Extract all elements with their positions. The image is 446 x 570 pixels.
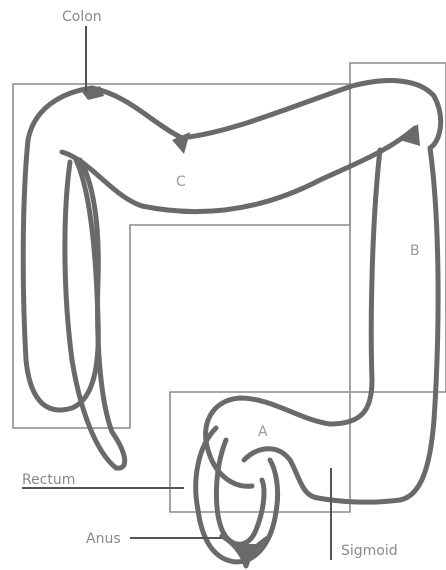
region-c-label: C: [176, 174, 186, 190]
region-b-label: B: [410, 243, 420, 259]
sigmoid-label: Sigmoid: [341, 543, 398, 559]
colon-organ: [23, 81, 440, 566]
anus-label: Anus: [86, 531, 121, 547]
region-a-label: A: [258, 424, 268, 440]
rectum-label: Rectum: [22, 472, 75, 488]
sigmoid-inner: [244, 449, 318, 498]
appendix-loop: [65, 160, 125, 468]
region-b-box: [350, 63, 446, 392]
descending-colon-inner: [330, 150, 380, 424]
transverse-colon-lower: [62, 128, 415, 212]
colon-label: Colon: [62, 9, 102, 25]
descending-colon-outer: [318, 148, 438, 502]
rectum-inner: [216, 440, 264, 544]
